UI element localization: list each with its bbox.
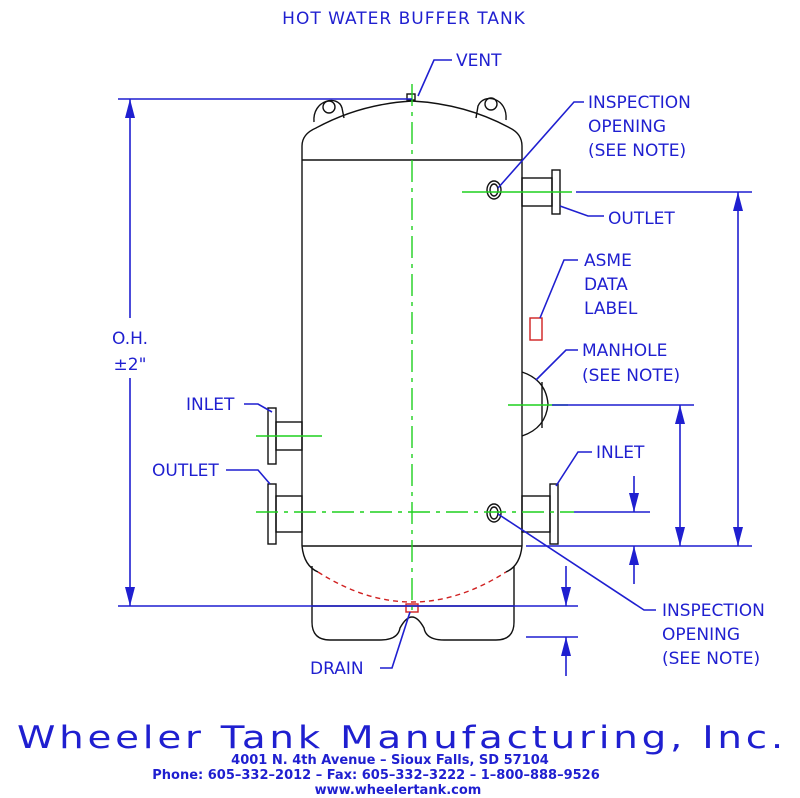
company-footer: Wheeler Tank Manufacturing, Inc. 4001 N.… <box>17 720 787 798</box>
company-phones: Phone: 605–332–2012 – Fax: 605–332–3222 … <box>152 768 600 783</box>
label-outlet-right: OUTLET <box>608 209 675 229</box>
label-asme-line3: LABEL <box>584 299 638 319</box>
label-inspection-bottom-line1: INSPECTION <box>662 601 765 621</box>
company-website: www.wheelertank.com <box>315 783 482 798</box>
diagram-title: HOT WATER BUFFER TANK <box>282 9 526 29</box>
skirt-legs <box>311 606 515 641</box>
inlet-right-nozzle <box>521 483 559 545</box>
drain-fitting <box>405 603 419 613</box>
label-asme-line1: ASME <box>584 251 632 271</box>
bottom-head-dashed <box>317 571 507 603</box>
inspection-opening-bottom <box>486 503 502 523</box>
label-oh-line1: O.H. <box>112 329 148 349</box>
leader-lines <box>226 59 656 669</box>
dimension-lines <box>118 98 752 676</box>
tank-body <box>301 93 523 641</box>
asme-data-label <box>529 317 543 341</box>
vent-nozzle <box>406 93 416 101</box>
label-inspection-top-line1: INSPECTION <box>588 93 691 113</box>
company-name: Wheeler Tank Manufacturing, Inc. <box>17 720 787 756</box>
company-address: 4001 N. 4th Avenue – Sioux Falls, SD 571… <box>231 753 549 768</box>
label-vent: VENT <box>456 51 502 71</box>
label-oh-line2: ±2" <box>114 355 147 375</box>
lifting-lug-right <box>475 97 507 121</box>
outlet-left-nozzle <box>267 483 303 545</box>
label-inlet-left: INLET <box>186 395 235 415</box>
label-manhole-line1: MANHOLE <box>582 341 667 361</box>
label-inspection-top-line2: OPENING <box>588 117 666 137</box>
label-manhole-line2: (SEE NOTE) <box>582 366 680 386</box>
label-outlet-left: OUTLET <box>152 461 219 481</box>
label-inspection-bottom-line3: (SEE NOTE) <box>662 649 760 669</box>
label-inspection-bottom-line2: OPENING <box>662 625 740 645</box>
label-inlet-right: INLET <box>596 443 645 463</box>
manhole <box>521 371 549 437</box>
inspection-opening-top <box>486 180 502 200</box>
lifting-lug-left <box>313 99 345 123</box>
label-drain: DRAIN <box>310 659 364 679</box>
label-asme-line2: DATA <box>584 275 628 295</box>
label-inspection-top-line3: (SEE NOTE) <box>588 141 686 161</box>
